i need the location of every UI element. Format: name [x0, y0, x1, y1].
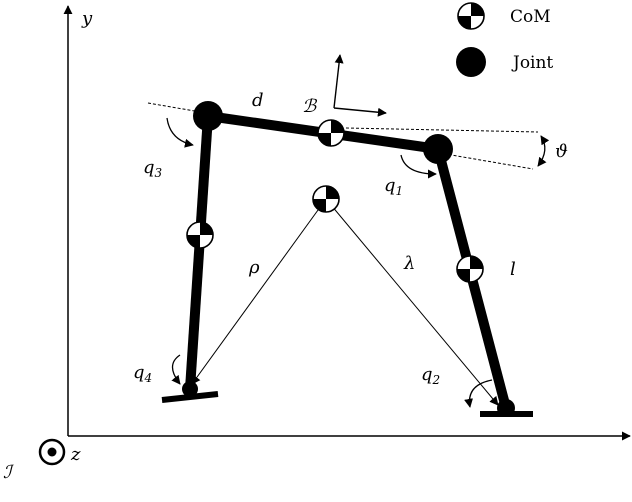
legend-joint-icon	[456, 47, 486, 77]
l-label: l	[510, 259, 516, 280]
left-leg-com-icon	[186, 221, 214, 249]
legend-com-icon	[457, 2, 485, 30]
theta-rotation-arrow	[537, 135, 550, 167]
right-hip-joint	[423, 134, 453, 164]
q2-label: q2	[421, 364, 440, 387]
q3-label: q3	[143, 157, 163, 180]
body-frame-axes	[333, 54, 387, 117]
left-hip-joint	[193, 101, 223, 131]
lambda-label: λ	[403, 253, 415, 274]
right-leg-com-icon	[456, 255, 484, 283]
z-axis-label: z	[70, 444, 81, 465]
theta-label: ϑ	[555, 141, 568, 162]
legend-joint-label: Joint	[511, 53, 553, 73]
q1-label: q1	[384, 175, 403, 198]
z-axis-out-of-page-icon	[38, 438, 66, 466]
right-foot-joint	[497, 399, 515, 417]
rho-label: ρ	[248, 257, 260, 278]
left-leg-link	[185, 115, 213, 390]
rho-vector	[191, 198, 327, 385]
q1-rotation-arrow	[400, 154, 437, 179]
d-label: d	[252, 90, 264, 111]
q3-rotation-arrow	[166, 117, 194, 148]
q2-rotation-arrow	[464, 379, 493, 408]
lambda-vector	[325, 198, 499, 406]
legend: CoM Joint	[456, 2, 553, 77]
left-foot-joint	[182, 381, 198, 397]
body-frame-label: ℬ	[302, 96, 318, 117]
dashed-horizontal-reference	[345, 127, 539, 133]
inertial-axes: y z ℐ	[3, 5, 631, 483]
y-axis-label: y	[81, 8, 93, 29]
q4-label: q4	[133, 362, 152, 385]
body-com-icon	[317, 119, 345, 147]
system-com-icon	[312, 185, 340, 213]
q4-rotation-arrow	[171, 354, 181, 385]
inertial-frame-label: ℐ	[3, 462, 15, 483]
legend-com-label: CoM	[510, 7, 551, 27]
